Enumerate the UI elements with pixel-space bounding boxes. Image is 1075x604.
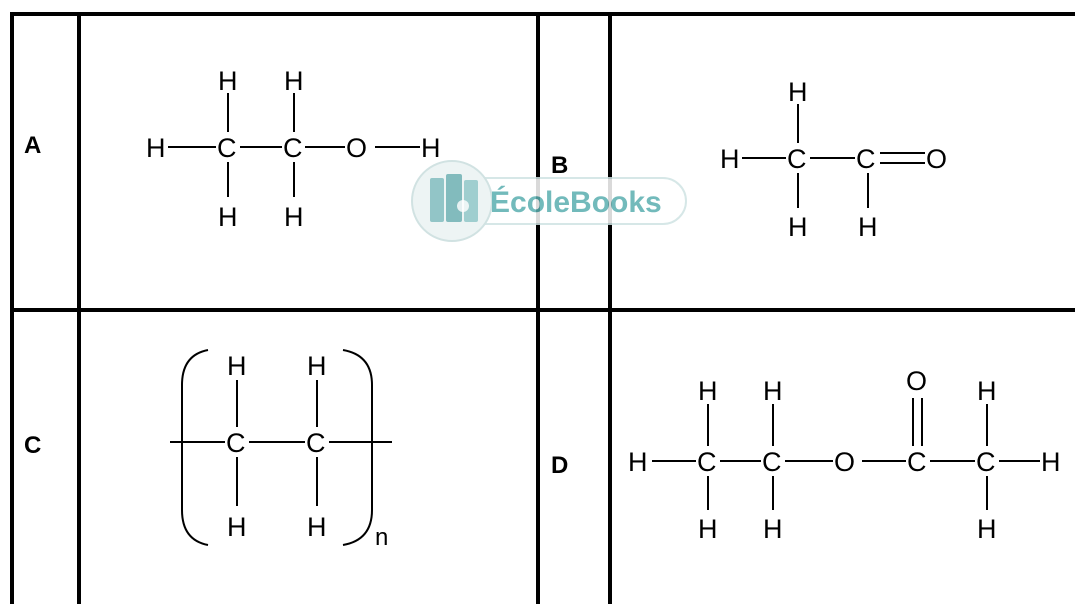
atom-c: C: [976, 447, 996, 477]
atom-c: C: [306, 428, 326, 458]
atom-c: C: [787, 144, 807, 174]
atom-h: H: [763, 514, 783, 544]
atom-h: H: [698, 376, 718, 406]
atom-c: C: [217, 133, 237, 163]
atom-o: O: [834, 447, 855, 477]
table-grid-lines: [10, 12, 1075, 604]
atom-h: H: [698, 514, 718, 544]
structure-c-polyethene: C C H H H H n: [170, 349, 392, 551]
atom-h: H: [628, 447, 648, 477]
atom-h: H: [720, 144, 740, 174]
left-bracket: [181, 349, 209, 546]
label-a: A: [24, 132, 41, 159]
atom-c: C: [226, 428, 246, 458]
atom-h: H: [218, 202, 238, 232]
atom-h: H: [227, 351, 247, 381]
atom-h: H: [284, 202, 304, 232]
atom-h: H: [307, 351, 327, 381]
atom-h: H: [788, 77, 808, 107]
atom-c: C: [907, 447, 927, 477]
atom-h: H: [977, 514, 997, 544]
atom-h: H: [421, 133, 441, 163]
watermark: ÉcoleBooks: [411, 160, 687, 242]
structure-b-ethanal: H C C O H H H: [720, 77, 947, 242]
label-d: D: [551, 452, 568, 479]
atom-h: H: [788, 212, 808, 242]
right-bracket: [342, 349, 373, 546]
atom-o: O: [906, 366, 927, 396]
atom-h: H: [227, 512, 247, 542]
books-icon: [430, 174, 478, 222]
atom-h: H: [307, 512, 327, 542]
atom-o: O: [926, 144, 947, 174]
watermark-text: ÉcoleBooks: [490, 185, 662, 219]
atom-h: H: [146, 133, 166, 163]
subscript-n: n: [375, 524, 388, 551]
atom-h: H: [763, 376, 783, 406]
atom-o: O: [346, 133, 367, 163]
atom-h: H: [284, 66, 304, 96]
label-b: B: [551, 152, 568, 179]
structure-d-ester: H C C O C C H H H O H H H H: [628, 366, 1061, 544]
atom-c: C: [283, 133, 303, 163]
atom-h: H: [977, 376, 997, 406]
atom-c: C: [856, 144, 876, 174]
atom-h: H: [858, 212, 878, 242]
atom-c: C: [762, 447, 782, 477]
atom-h: H: [1041, 447, 1061, 477]
atom-c: C: [697, 447, 717, 477]
atom-h: H: [218, 66, 238, 96]
structure-a-ethanol: H C C O H H H H H: [146, 66, 441, 232]
label-c: C: [24, 432, 41, 459]
